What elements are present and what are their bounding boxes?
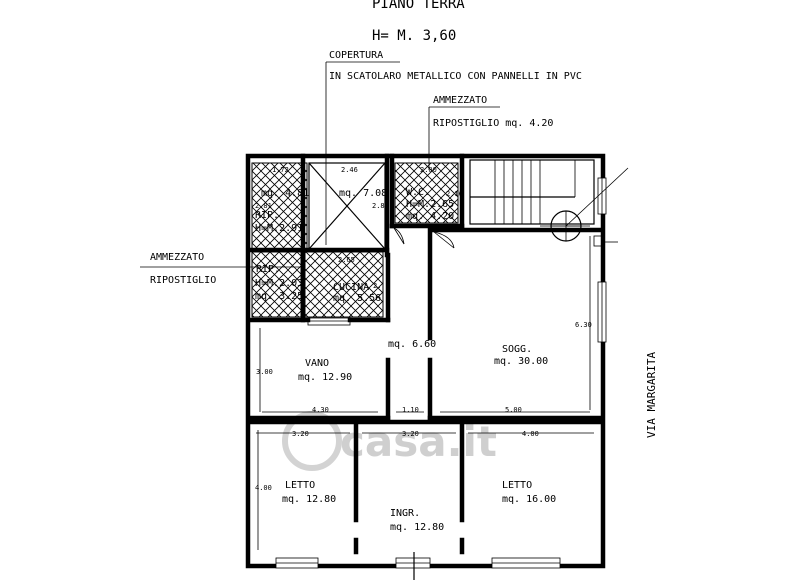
void-area: mq. 7.08	[339, 188, 387, 199]
dim-110: 1.10	[402, 406, 419, 414]
vano-name: VANO	[305, 358, 329, 369]
copertura-title: COPERTURA	[329, 50, 383, 61]
wc-dim-216: 2.16	[446, 190, 463, 198]
disimpegno-area: mq. 6.60	[388, 339, 436, 350]
rip1-name: RIP.	[255, 210, 279, 221]
rip1-dim-172: 1.72	[272, 166, 289, 174]
cucina-area: mq. 5.56	[333, 293, 381, 304]
floor-height: H= M. 3,60	[372, 28, 456, 44]
rip2-area: mq. 3.25	[255, 291, 303, 302]
staircase	[469, 159, 595, 225]
ammezzato-top-desc: RIPOSTIGLIO mq. 4.20	[433, 118, 553, 129]
windows	[275, 177, 607, 569]
dim-320-b: 3.20	[402, 430, 419, 438]
floor-title: PIANO TERRA	[372, 0, 465, 12]
dim-320-a: 3.20	[292, 430, 309, 438]
wc-height: H=M.2.65	[406, 199, 454, 210]
ammezzato-top-title: AMMEZZATO	[433, 95, 487, 106]
rip2-name: RIP.	[256, 264, 280, 275]
wc-area: mq. 4.20	[406, 211, 454, 222]
wc-name: W.C.	[406, 187, 430, 198]
wc-dim-200: 2.00	[420, 166, 437, 174]
dim-400-vertical: 4.00	[255, 484, 272, 492]
sogg-dim-630: 6.30	[575, 321, 592, 329]
watermark: casa.it	[282, 411, 497, 471]
dim-400: 4.00	[522, 430, 539, 438]
wc-hatch	[394, 162, 459, 224]
vano-dim-300: 3.00	[256, 368, 273, 376]
rip1-dim-281: 2.81	[255, 202, 272, 210]
sogg-name: SOGG.	[502, 344, 532, 355]
void-dim-246: 2.46	[341, 166, 358, 174]
cucina-dim-2: 2.	[373, 282, 381, 290]
letto2-name: LETTO	[502, 480, 532, 491]
watermark-text: casa.it	[340, 417, 497, 466]
void-dim-280: 2.80	[372, 202, 389, 210]
ammezzato-left-desc: RIPOSTIGLIO	[150, 275, 216, 286]
dim-430: 4.30	[312, 406, 329, 414]
utility-circle	[540, 167, 629, 247]
cucina-dim-265: 2.65	[338, 256, 355, 264]
letto1-area: mq. 12.80	[282, 494, 336, 505]
vano-area: mq. 12.90	[298, 372, 352, 383]
interior-walls	[247, 153, 603, 555]
rip2-height: H=M.2.03	[255, 278, 303, 289]
letto2-area: mq. 16.00	[502, 494, 556, 505]
doors	[393, 227, 455, 249]
ammezzato-left-title: AMMEZZATO	[150, 252, 204, 263]
ingr-name: INGR.	[390, 508, 420, 519]
ingr-area: mq. 12.80	[390, 522, 444, 533]
copertura-desc: IN SCATOLARO METALLICO CON PANNELLI IN P…	[329, 71, 582, 82]
cucina-name: CUCINA	[333, 282, 369, 293]
rip1-area: mq. 4.81	[261, 188, 309, 199]
sogg-area: mq. 30.00	[494, 356, 548, 367]
dimension-lines	[256, 236, 594, 550]
dim-500: 5.00	[505, 406, 522, 414]
street-label: VIA MARGARITA	[645, 352, 658, 438]
rip1-height: H=M.2.91	[255, 223, 303, 234]
letto1-name: LETTO	[285, 480, 315, 491]
